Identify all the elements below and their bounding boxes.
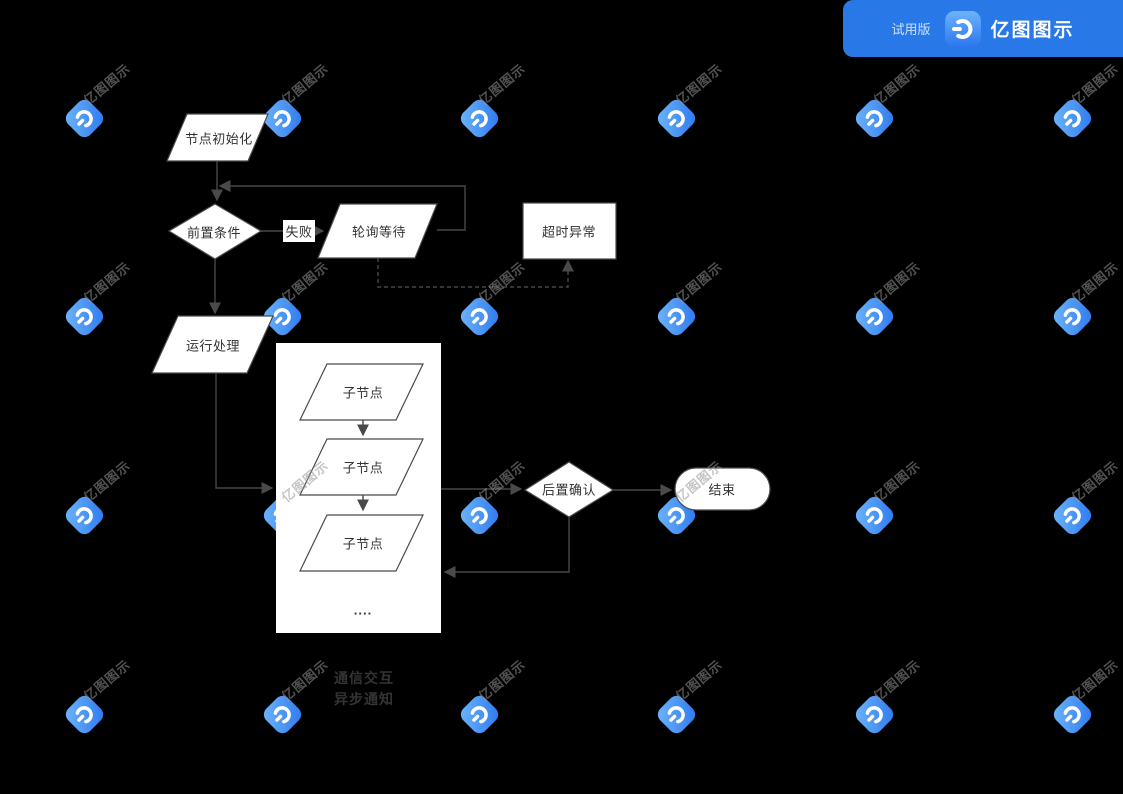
node-precondition-diamond[interactable] [167, 203, 263, 260]
edge-label-fail-box[interactable] [283, 220, 315, 242]
node-child-3[interactable] [299, 514, 424, 572]
node-poll-wait-label: 轮询等待 [351, 224, 407, 240]
connector-poll-to-timeout-async [377, 258, 574, 288]
legend-line-1: 通信交互 [334, 670, 394, 686]
edraw-logo-icon [944, 10, 981, 47]
node-postcheck-diamond[interactable] [523, 461, 615, 518]
node-poll-wait[interactable] [317, 203, 438, 259]
node-init-label: 节点初始化 [185, 131, 253, 147]
node-init[interactable] [166, 113, 269, 162]
connector-run-to-children [215, 373, 274, 494]
connector-poll-feedback [218, 180, 466, 231]
legend: 通信交互 异步通知 [334, 668, 394, 710]
node-end-label: 结束 [708, 482, 736, 498]
node-postcheck-label: 后置确认 [541, 482, 597, 498]
node-child-1[interactable] [299, 363, 424, 421]
node-precondition-label: 前置条件 [186, 225, 242, 241]
node-timeout-label: 超时异常 [541, 224, 597, 240]
brand-name: 亿图图示 [990, 20, 1075, 41]
node-run-label: 运行处理 [185, 338, 241, 354]
node-timeout[interactable] [522, 202, 617, 260]
edge-label-fail: 失败 [285, 224, 313, 240]
node-end[interactable] [674, 467, 771, 511]
node-child3-label: 子节点 [342, 536, 384, 552]
node-child-2[interactable] [299, 438, 424, 496]
node-child2-label: 子节点 [342, 460, 384, 476]
node-child1-label: 子节点 [342, 385, 384, 401]
connector-postcheck-loopback [443, 517, 570, 578]
node-run[interactable] [151, 315, 274, 374]
legend-line-2: 异步通知 [334, 691, 394, 707]
trial-label: 试用版 [891, 22, 931, 37]
trial-banner[interactable]: 试用版 亿图图示 [843, 0, 1123, 57]
children-ellipsis: .... [353, 602, 373, 618]
